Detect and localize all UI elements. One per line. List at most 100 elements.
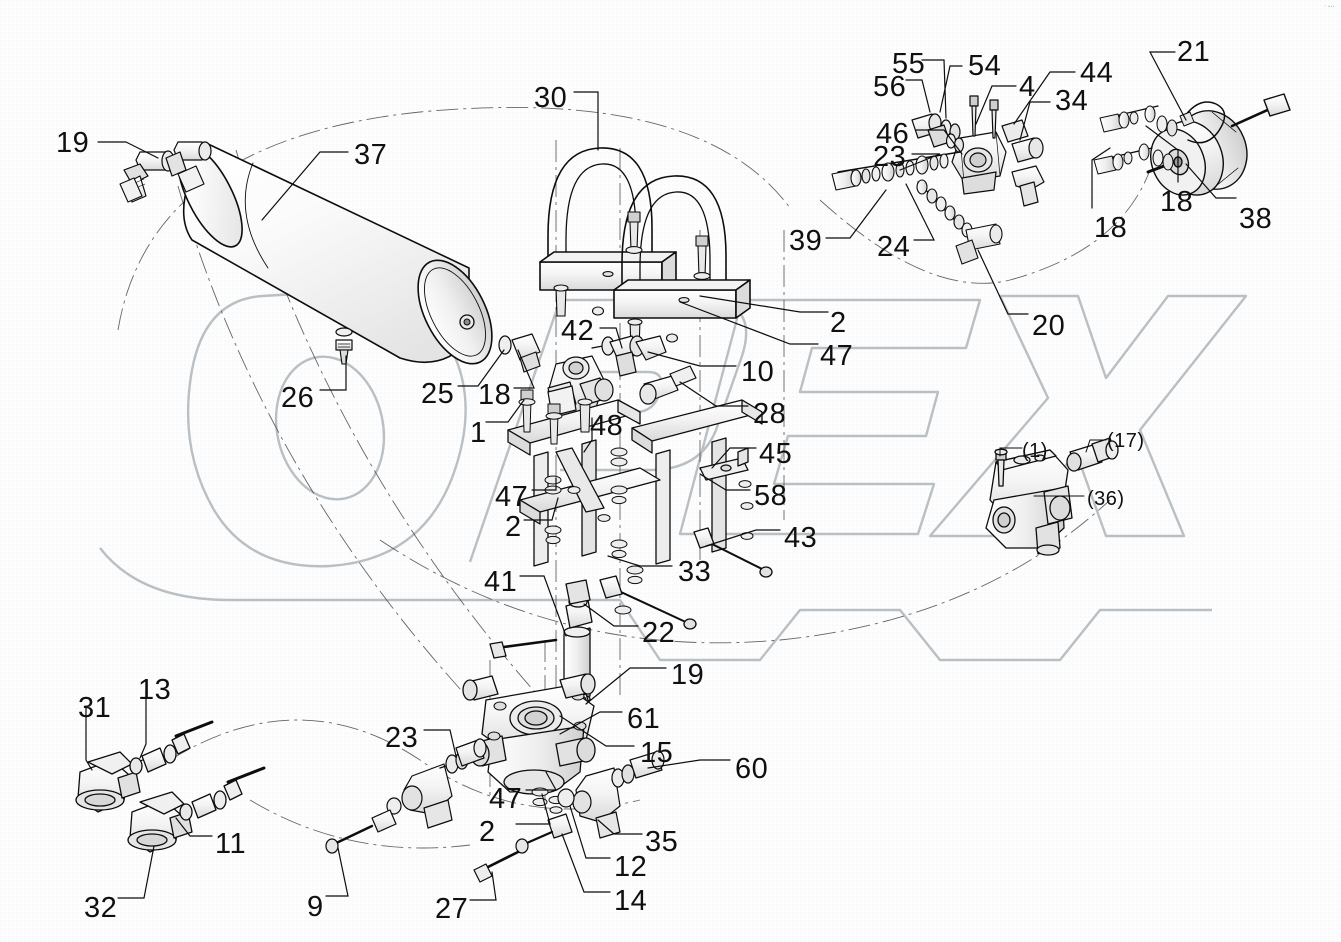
callout-11-c11[interactable]: 11 <box>215 828 247 860</box>
callout-13-c13[interactable]: 13 <box>138 674 172 706</box>
callout-15-c15[interactable]: 15 <box>640 737 674 769</box>
callout-55-c55[interactable]: 55 <box>892 48 926 80</box>
callout-21-c21[interactable]: 21 <box>1177 36 1211 68</box>
callout-38-c38[interactable]: 38 <box>1239 203 1273 235</box>
leader-10 <box>647 351 737 367</box>
callout-56-c56[interactable]: 56 <box>873 71 907 103</box>
leader-9 <box>325 847 349 897</box>
callout-26-c26[interactable]: 26 <box>281 382 315 414</box>
brake-chamber-38 <box>1093 93 1291 196</box>
callout-36-c36p[interactable]: (36) <box>1087 488 1125 510</box>
leader-24 <box>905 183 935 241</box>
callout-2-c2a[interactable]: 2 <box>830 307 847 339</box>
callout-30-c30[interactable]: 30 <box>534 82 568 114</box>
callout-2-c2b[interactable]: 2 <box>505 511 522 543</box>
leader-56 <box>905 79 931 113</box>
callout-28-c28[interactable]: 28 <box>753 398 787 430</box>
callout-17-c17p[interactable]: (17) <box>1107 430 1145 452</box>
corner-micro-text: ▫ ▪▪▪ <box>1324 4 1335 10</box>
callout-12-c12[interactable]: 12 <box>614 851 648 883</box>
callout-39-c39[interactable]: 39 <box>789 225 823 257</box>
callout-19-c19a[interactable]: 19 <box>56 127 90 159</box>
callout-60-c60[interactable]: 60 <box>735 753 769 785</box>
callout-34-c34[interactable]: 34 <box>1055 85 1089 117</box>
leader-1p <box>999 447 1023 457</box>
leader-33 <box>607 555 673 567</box>
callout-58-c58[interactable]: 58 <box>754 480 788 512</box>
leader-48 <box>583 417 593 453</box>
leader-13 <box>139 689 147 759</box>
coupling-head-32 <box>127 766 266 853</box>
leader-38 <box>1185 163 1237 199</box>
leader-22 <box>583 603 639 627</box>
leader-23a <box>899 153 941 171</box>
callout-37-c37[interactable]: 37 <box>354 139 388 171</box>
callout-2-c2c[interactable]: 2 <box>479 816 496 848</box>
leader-21 <box>1149 51 1187 121</box>
leader-58 <box>699 473 751 491</box>
callout-1-c1p[interactable]: (1) <box>1022 440 1048 462</box>
callout-23-c23a[interactable]: 23 <box>873 141 907 173</box>
bottom-left-coupler-23 <box>325 738 487 854</box>
leader-20 <box>977 249 1029 315</box>
callout-14-c14[interactable]: 14 <box>614 885 648 917</box>
leader-55 <box>921 59 947 119</box>
leader-35 <box>597 819 643 835</box>
callout-31-c31[interactable]: 31 <box>78 692 112 724</box>
callout-9-c9[interactable]: 9 <box>307 891 324 923</box>
leader-47a <box>679 301 819 345</box>
leader-11 <box>175 817 213 837</box>
leader-60 <box>647 759 731 769</box>
callout-23-c23b[interactable]: 23 <box>385 722 419 754</box>
callout-47-c47b[interactable]: 47 <box>495 481 529 513</box>
callout-25-c25[interactable]: 25 <box>421 378 455 410</box>
callout-4-c4[interactable]: 4 <box>1019 71 1036 103</box>
mounting-bracket-assembly <box>507 389 773 630</box>
callout-42-c42[interactable]: 42 <box>561 315 595 347</box>
leader-32 <box>117 845 155 899</box>
leader-43 <box>705 529 781 547</box>
callout-18-c18c[interactable]: 18 <box>1160 186 1194 218</box>
leader-46 <box>915 129 963 155</box>
callout-24-c24[interactable]: 24 <box>877 231 911 263</box>
callout-1-c1[interactable]: 1 <box>470 417 487 449</box>
callout-22-c22[interactable]: 22 <box>642 617 676 649</box>
callout-41-c41[interactable]: 41 <box>484 566 518 598</box>
tank-straps-30 <box>539 147 751 351</box>
leader-61 <box>559 711 623 735</box>
callout-27-c27[interactable]: 27 <box>435 893 469 925</box>
callout-18-c18b[interactable]: 18 <box>1094 212 1128 244</box>
callout-54-c54[interactable]: 54 <box>968 50 1002 82</box>
callout-10-c10[interactable]: 10 <box>741 356 775 388</box>
callout-44-c44[interactable]: 44 <box>1080 57 1114 89</box>
callout-20-c20[interactable]: 20 <box>1032 310 1066 342</box>
callout-46-c46[interactable]: 46 <box>876 118 910 150</box>
leader-34 <box>1019 101 1051 141</box>
leader-54 <box>939 65 963 113</box>
leader-47b <box>531 477 557 491</box>
leader-15 <box>559 715 635 747</box>
callout-19-c19b[interactable]: 19 <box>671 659 705 691</box>
leader-25 <box>457 349 505 387</box>
callout-35-c35[interactable]: 35 <box>645 826 679 858</box>
leader-23b <box>423 729 457 757</box>
leader-18c <box>1145 125 1179 183</box>
leader-1 <box>485 399 525 423</box>
leader-28 <box>679 381 749 407</box>
callout-61-c61[interactable]: 61 <box>627 703 661 735</box>
callout-18-c18a[interactable]: 18 <box>478 379 512 411</box>
callout-47-c47c[interactable]: 47 <box>489 783 523 815</box>
leader-18a <box>513 349 535 389</box>
leader-19b <box>585 667 667 705</box>
callout-45-c45[interactable]: 45 <box>759 438 793 470</box>
callout-43-c43[interactable]: 43 <box>784 522 818 554</box>
callout-32-c32[interactable]: 32 <box>84 892 118 924</box>
callout-47-c47a[interactable]: 47 <box>820 340 854 372</box>
leader-45 <box>711 447 757 469</box>
leader-27 <box>469 871 497 901</box>
callout-48-c48[interactable]: 48 <box>590 410 624 442</box>
leader-47c <box>525 771 558 791</box>
callout-33-c33[interactable]: 33 <box>678 556 712 588</box>
